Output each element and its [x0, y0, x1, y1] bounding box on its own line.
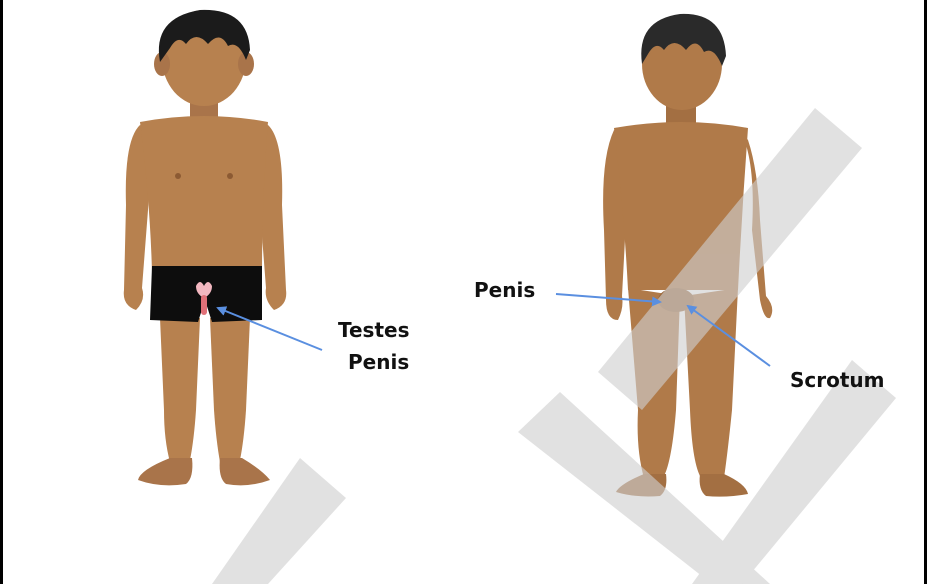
left-boy-right-leg [210, 318, 250, 462]
label-penis-left: Penis [348, 350, 409, 375]
left-boy-nipple-left [175, 173, 181, 179]
left-boy-nipple-right [227, 173, 233, 179]
left-boy-torso [140, 116, 268, 272]
frame-right-border [924, 0, 927, 584]
label-testes: Testes [338, 318, 409, 343]
frame-left-border [0, 0, 3, 584]
left-boy-right-foot [220, 458, 270, 485]
label-penis-right: Penis [474, 278, 535, 303]
left-boy-left-foot [138, 458, 192, 485]
left-boy-figure [124, 10, 287, 485]
right-boy-right-foot [700, 474, 748, 497]
left-boy-left-leg [160, 318, 200, 462]
label-scrotum: Scrotum [790, 368, 885, 393]
